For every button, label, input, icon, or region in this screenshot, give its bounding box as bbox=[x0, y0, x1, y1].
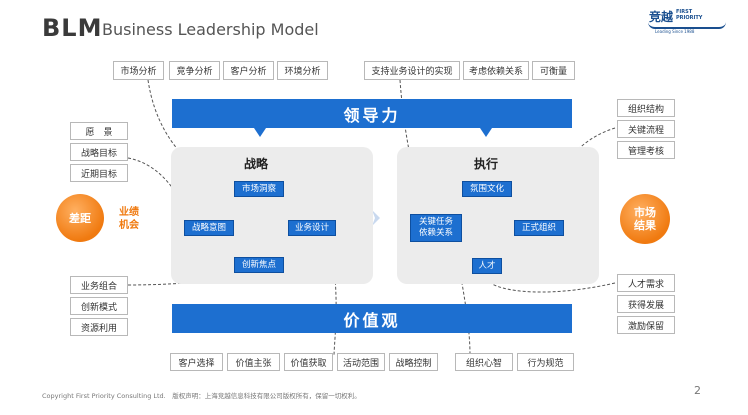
tag-incentive-retention: 激励保留 bbox=[617, 316, 675, 334]
tag-value-proposition: 价值主张 bbox=[227, 353, 280, 371]
title-subtitle: Business Leadership Model bbox=[102, 20, 319, 39]
logo-en-line1: FIRST bbox=[676, 9, 693, 15]
tag-talent-demand: 人才需求 bbox=[617, 274, 675, 292]
tag-value-capture: 价值获取 bbox=[284, 353, 333, 371]
page-number: 2 bbox=[694, 384, 701, 397]
tag-org-mindset: 组织心智 bbox=[455, 353, 513, 371]
gap-circle: 差距 bbox=[56, 194, 104, 242]
strategy-title: 战略 bbox=[244, 157, 269, 171]
values-bar: 价值观 bbox=[172, 304, 572, 333]
tag-business-portfolio: 业务组合 bbox=[70, 276, 128, 294]
node-innovation-focus: 创新焦点 bbox=[234, 257, 284, 273]
tag-environment-analysis: 环境分析 bbox=[277, 61, 328, 80]
tag-development: 获得发展 bbox=[617, 295, 675, 313]
node-formal-org: 正式组织 bbox=[514, 220, 564, 236]
tag-key-process: 关键流程 bbox=[617, 120, 675, 138]
node-market-insight: 市场洞察 bbox=[234, 181, 284, 197]
tag-activity-scope: 活动范围 bbox=[337, 353, 385, 371]
tag-resource-use: 资源利用 bbox=[70, 318, 128, 336]
logo-cn: 竞越 bbox=[649, 10, 674, 24]
tag-strategic-control: 战略控制 bbox=[389, 353, 438, 371]
logo-tagline: Leading Since 1988 bbox=[655, 29, 695, 34]
logo-swoosh-icon bbox=[648, 22, 726, 29]
tag-support-design: 支持业务设计的实现 bbox=[364, 61, 460, 80]
result-circle: 市场 结果 bbox=[620, 194, 670, 244]
tag-market-analysis: 市场分析 bbox=[113, 61, 164, 80]
gap-label: 业绩 机会 bbox=[119, 207, 139, 231]
tag-behavior-norms: 行为规范 bbox=[517, 353, 574, 371]
logo-en-line2: PRIORITY bbox=[676, 15, 703, 21]
tag-competition-analysis: 竞争分析 bbox=[169, 61, 220, 80]
tag-org-structure: 组织结构 bbox=[617, 99, 675, 117]
tag-dependencies: 考虑依赖关系 bbox=[463, 61, 529, 80]
footer-copyright: Copyright First Priority Consulting Ltd.… bbox=[42, 392, 361, 400]
node-key-tasks: 关键任务 依赖关系 bbox=[410, 214, 462, 242]
logo-en: FIRST PRIORITY bbox=[676, 9, 702, 21]
node-strategic-intent: 战略意图 bbox=[184, 220, 234, 236]
tag-near-goal: 近期目标 bbox=[70, 164, 128, 182]
tag-innovation-mode: 创新模式 bbox=[70, 297, 128, 315]
leadership-bar: 领导力 bbox=[172, 99, 572, 128]
tag-customer-analysis: 客户分析 bbox=[223, 61, 274, 80]
node-culture: 氛围文化 bbox=[462, 181, 512, 197]
tag-management-assessment: 管理考核 bbox=[617, 141, 675, 159]
title-blm: BLM bbox=[42, 14, 103, 42]
execution-title: 执行 bbox=[474, 157, 499, 171]
tag-strategic-goal: 战略目标 bbox=[70, 143, 128, 161]
tag-measurable: 可衡量 bbox=[532, 61, 575, 80]
node-business-design: 业务设计 bbox=[288, 220, 336, 236]
node-talent: 人才 bbox=[472, 258, 502, 274]
tag-vision: 愿 景 bbox=[70, 122, 128, 140]
tag-customer-selection: 客户选择 bbox=[170, 353, 223, 371]
